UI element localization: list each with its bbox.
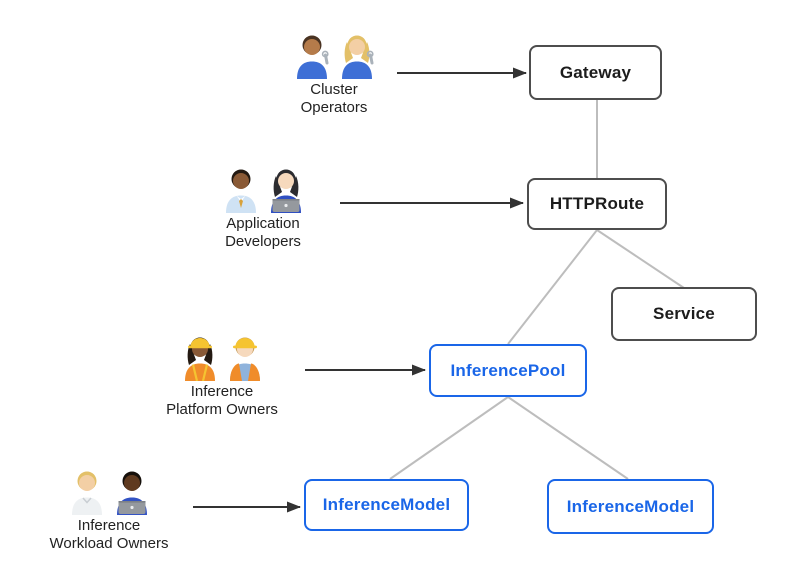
node-service-label: Service bbox=[653, 304, 715, 323]
man-office-worker-emoji bbox=[225, 169, 256, 213]
edge-httproute-inferencepool bbox=[507, 229, 598, 345]
node-gateway-label: Gateway bbox=[559, 62, 632, 82]
persona-application-developers: Application Developers bbox=[173, 165, 353, 251]
persona-inference-workload-owners: Inference Workload Owners bbox=[19, 467, 199, 553]
man-mechanic-emoji bbox=[296, 35, 329, 79]
node-service: Service bbox=[611, 287, 757, 341]
man-construction-worker-emoji bbox=[229, 337, 260, 381]
cluster-operators-icons bbox=[292, 31, 377, 79]
health-worker-emoji bbox=[71, 471, 102, 515]
node-httproute-label: HTTPRoute bbox=[549, 194, 645, 213]
node-gateway: Gateway bbox=[529, 45, 662, 100]
node-inferencemodel-left: InferenceModel bbox=[304, 479, 469, 531]
edge-inferencepool-inferencemodel-right bbox=[507, 396, 629, 480]
node-inferencemodel-right-label: InferenceModel bbox=[566, 496, 695, 516]
edge-inferencepool-inferencemodel-left bbox=[389, 396, 509, 480]
application-developers-icons bbox=[221, 165, 306, 213]
woman-mechanic-emoji bbox=[341, 35, 374, 79]
node-inferencemodel-left-label: InferenceModel bbox=[322, 495, 451, 514]
persona-application-developers-label: Application Developers bbox=[225, 215, 301, 250]
inference-platform-owners-icons bbox=[180, 333, 265, 381]
persona-cluster-operators: Cluster Operators bbox=[244, 31, 424, 117]
node-inferencemodel-right: InferenceModel bbox=[547, 479, 714, 534]
man-technologist-emoji bbox=[116, 471, 147, 515]
persona-inference-workload-owners-label: Inference Workload Owners bbox=[49, 517, 169, 552]
inference-workload-owners-icons bbox=[67, 467, 152, 515]
edge-httproute-service bbox=[596, 229, 685, 289]
persona-inference-platform-owners-label: Inference Platform Owners bbox=[166, 383, 278, 418]
woman-construction-worker-emoji bbox=[184, 337, 215, 381]
persona-inference-platform-owners: Inference Platform Owners bbox=[132, 333, 312, 419]
node-inferencepool-label: InferencePool bbox=[450, 360, 566, 380]
persona-cluster-operators-label: Cluster Operators bbox=[300, 81, 368, 116]
woman-technologist-emoji bbox=[270, 169, 301, 213]
node-httproute: HTTPRoute bbox=[527, 178, 667, 230]
node-inferencepool: InferencePool bbox=[429, 344, 587, 397]
